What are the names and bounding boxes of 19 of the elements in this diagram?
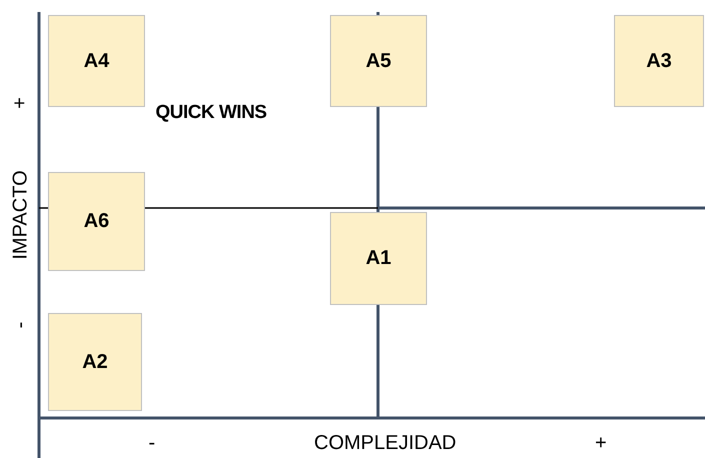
item-card bbox=[614, 15, 704, 107]
item-card bbox=[48, 172, 145, 271]
axis-title: COMPLEJIDAD bbox=[314, 433, 456, 453]
item-label: A1 bbox=[366, 247, 392, 270]
item-card bbox=[330, 15, 427, 107]
item-label: A4 bbox=[84, 50, 110, 72]
axis-tick-label: + bbox=[10, 97, 30, 109]
axis-title: IMPACTO bbox=[10, 170, 30, 260]
item-label: A5 bbox=[366, 50, 392, 72]
axis-tick-label: - bbox=[148, 433, 156, 453]
item-label: A2 bbox=[82, 350, 108, 374]
axis-tick-label: + bbox=[595, 433, 607, 453]
item-card bbox=[48, 15, 145, 107]
item-card bbox=[48, 313, 142, 411]
item-label: A3 bbox=[646, 50, 672, 72]
item-card bbox=[330, 212, 427, 305]
item-label: A6 bbox=[84, 210, 110, 233]
quadrant-label: QUICK WINS bbox=[156, 102, 267, 122]
axis-tick-label: - bbox=[10, 322, 30, 328]
